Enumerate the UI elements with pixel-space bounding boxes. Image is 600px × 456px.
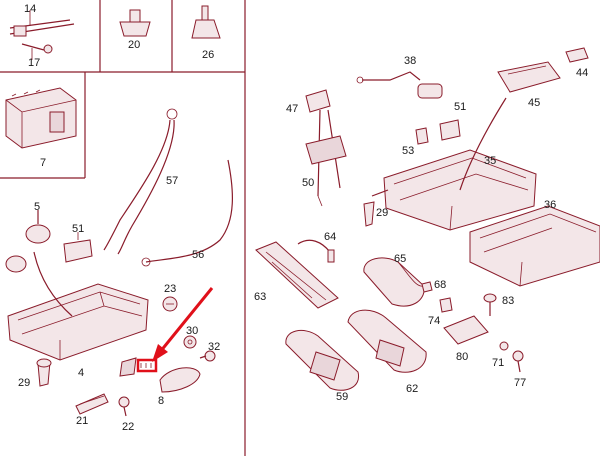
label-part-47: 47 <box>286 103 298 115</box>
part-51-cover-right <box>439 119 461 141</box>
label-part-59: 59 <box>336 391 348 403</box>
part-59-cover <box>285 329 360 391</box>
part-38-component <box>356 71 443 99</box>
label-part-65: 65 <box>394 253 406 265</box>
part-35-seat-base <box>383 97 537 231</box>
label-part-80: 80 <box>456 351 468 363</box>
part-62-cover <box>347 309 427 373</box>
label-part-22: 22 <box>122 421 134 433</box>
part-83-screw <box>483 293 497 316</box>
part-20-clip <box>119 9 151 37</box>
part-36-seat-frame <box>469 205 600 287</box>
part-44-clip <box>565 47 589 63</box>
part-29-bolt-right <box>363 189 389 227</box>
label-part-8: 8 <box>158 395 164 407</box>
part-65-shell <box>363 257 425 307</box>
part-63-panel <box>255 241 339 309</box>
label-part-38: 38 <box>404 55 416 67</box>
label-part-71: 71 <box>492 357 504 369</box>
part-29-bolt-left <box>36 358 52 387</box>
label-part-68: 68 <box>434 279 446 291</box>
label-part-35: 35 <box>484 155 496 167</box>
label-part-74: 74 <box>428 315 440 327</box>
part-80-bracket <box>443 315 489 345</box>
label-part-29-left: 29 <box>18 377 30 389</box>
label-part-50: 50 <box>302 177 314 189</box>
label-part-63: 63 <box>254 291 266 303</box>
part-23-nut <box>162 296 178 312</box>
part-22-bolt <box>118 396 130 417</box>
part-56-cable <box>141 159 233 267</box>
label-part-45: 45 <box>528 97 540 109</box>
label-part-77: 77 <box>514 377 526 389</box>
part-26-knob <box>191 5 221 39</box>
label-part-36: 36 <box>544 199 556 211</box>
part-57-cables <box>103 108 178 255</box>
part-30-washer <box>183 335 197 349</box>
part-71-washer <box>499 341 509 351</box>
part-5-motor <box>5 210 51 273</box>
part-51-cover-left <box>63 232 93 263</box>
label-part-17: 17 <box>28 57 40 69</box>
label-part-4: 4 <box>78 367 84 379</box>
part-74-clip <box>439 297 453 313</box>
part-77-screw <box>512 350 524 373</box>
label-part-51-left: 51 <box>72 223 84 235</box>
label-part-56: 56 <box>192 249 204 261</box>
label-part-21: 21 <box>76 415 88 427</box>
label-part-23: 23 <box>164 283 176 295</box>
label-part-7: 7 <box>40 157 46 169</box>
label-part-83: 83 <box>502 295 514 307</box>
label-part-57: 57 <box>166 175 178 187</box>
label-part-32: 32 <box>208 341 220 353</box>
label-part-29-right: 29 <box>376 207 388 219</box>
part-68-clip <box>421 281 433 293</box>
part-4-seat-frame <box>7 251 149 361</box>
part-14-cable-clip <box>9 10 75 60</box>
panel-frame <box>0 0 246 456</box>
part-8-cover <box>119 357 201 393</box>
label-part-53: 53 <box>402 145 414 157</box>
part-45-module <box>497 61 561 93</box>
label-part-51-right: 51 <box>454 101 466 113</box>
part-32-screw <box>199 350 216 362</box>
label-part-5: 5 <box>34 201 40 213</box>
part-47-50-rod <box>305 89 347 207</box>
part-7-control-unit <box>5 87 77 149</box>
part-21-bracket <box>75 393 109 415</box>
label-part-62: 62 <box>406 383 418 395</box>
label-part-14: 14 <box>24 3 36 15</box>
label-part-44: 44 <box>576 67 588 79</box>
label-part-20: 20 <box>128 39 140 51</box>
highlight-marker <box>136 287 214 373</box>
part-53-screw <box>415 127 429 145</box>
label-part-30: 30 <box>186 325 198 337</box>
part-64-wire <box>297 239 335 263</box>
label-part-64: 64 <box>324 231 336 243</box>
label-part-26: 26 <box>202 49 214 61</box>
